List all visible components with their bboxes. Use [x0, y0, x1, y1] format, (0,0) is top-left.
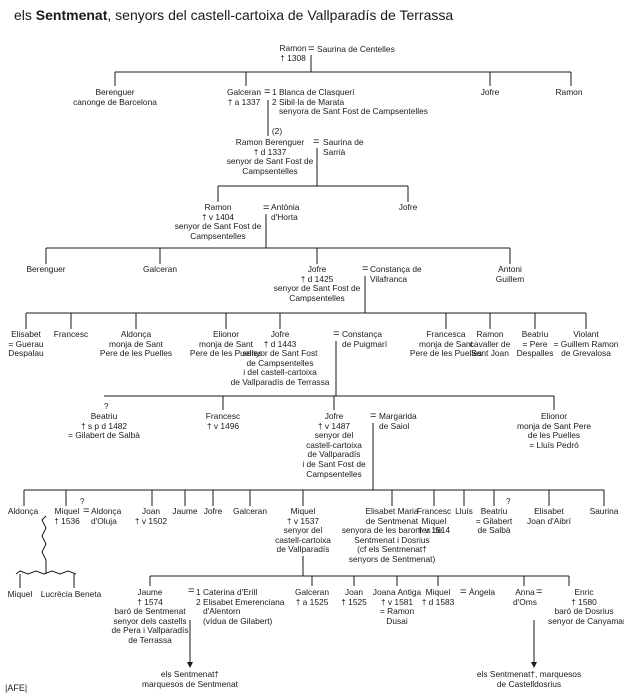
- person-francesca-monja: Francesca monja de Sant Pere de les Puel…: [409, 329, 483, 359]
- person-ramon-1308: Ramon † 1308: [279, 43, 307, 63]
- person-enric-1580: Enric † 1580 baró de Dosrius senyor de C…: [548, 587, 624, 626]
- person-beatriu-despalles: Beatriu = Pere Despalles: [516, 329, 554, 359]
- person-constanca-de-puigmari: Constança de Puigmarí: [342, 329, 388, 349]
- marriage-sign: =: [362, 263, 369, 275]
- person-jofre-1443: Jofre † d 1443 senyor de Sant Fost de Ca…: [230, 329, 330, 387]
- person-saurina-gen8: Saurina: [589, 506, 619, 516]
- person-galceran-1525: Galceran † a 1525: [295, 587, 329, 607]
- uncertain-mark: ?: [104, 402, 109, 411]
- arrow-head: [531, 662, 537, 668]
- person-francesc-gen6: Francesc: [53, 329, 89, 339]
- person-miquel-1537: Miquel † v 1537 senyor del castell-carto…: [275, 506, 331, 555]
- person-elisabet-aibri: Elisabet Joan d'Aibrí: [527, 506, 571, 526]
- person-elionor-monja: Elionor monja de Sant Pere de les Puelle…: [189, 329, 263, 359]
- person-aldonca-gen8: Aldonça: [7, 506, 39, 516]
- zigzag-line: [15, 570, 77, 575]
- person-lucrecia-beneta: Lucrècia Beneta: [40, 589, 102, 599]
- person-constanca-de-vilafranca: Constança de Vilafranca: [370, 264, 422, 284]
- zigzag-line: [41, 515, 47, 574]
- person-jaume-gen8: Jaume: [172, 506, 198, 516]
- wives-of-jaume: 1 Caterina d'Erill 2 Elisabet Emerencian…: [196, 587, 285, 626]
- source-credit: |AFE|: [5, 683, 28, 693]
- person-anna-d-oms: Anna d'Oms: [513, 587, 537, 607]
- person-saurina-de-centelles: Saurina de Centelles: [317, 44, 395, 54]
- person-ramon-1404: Ramon † v 1404 senyor de Sant Fost de Ca…: [174, 202, 262, 241]
- person-elionor-pedro: Elionor monja de Sant Pere de les Puelle…: [516, 411, 592, 450]
- person-lluis: Lluís: [455, 506, 473, 516]
- person-elisabet-despalau: Elisabet = Guerau Despalau: [8, 329, 44, 359]
- person-galceran-gen5: Galceran: [143, 264, 177, 274]
- person-jofre-1425: Jofre † d 1425 senyor de Sant Fost de Ca…: [273, 264, 361, 303]
- person-saurina-de-sarria: Saurina de Sarrià: [323, 137, 364, 157]
- person-jofre-gen4: Jofre: [398, 202, 418, 212]
- note-second-marriage: (2): [271, 126, 283, 136]
- person-miquel-1583: Miquel † d 1583: [421, 587, 455, 607]
- person-violant: Violant = Guillem Ramon de Grevalosa: [553, 329, 619, 359]
- person-berenguer-gen5: Berenguer: [26, 264, 66, 274]
- wives-of-galceran: 1 Blanca de Clasquerí 2 Sibil·la de Mara…: [272, 87, 428, 117]
- person-jaume-1574: Jaume † 1574 baró de Sentmenat senyor de…: [111, 587, 189, 645]
- person-antoni-guillem: Antoni Guillem: [495, 264, 525, 284]
- marriage-sign: =: [536, 586, 543, 598]
- uncertain-mark: ?: [80, 497, 85, 506]
- person-aldonca-d-oluja: Aldonça d'Oluja: [91, 506, 122, 526]
- person-miquel-bottom: Miquel: [7, 589, 33, 599]
- person-beatriu-gilabert: Beatriu = Gilabert de Salbà: [475, 506, 513, 536]
- marriage-sign: =: [188, 585, 195, 597]
- person-francesc-miquel: Francesc Miquel † v 1514: [416, 506, 452, 536]
- person-galceran-1337: Galceran † a 1337: [227, 87, 261, 107]
- family-name: Sentmenat: [35, 7, 108, 23]
- person-galceran-gen8: Galceran: [233, 506, 267, 516]
- page-title: els Sentmenat, senyors del castell-carto…: [14, 7, 454, 23]
- person-joan-1525: Joan † 1525: [341, 587, 367, 607]
- marriage-sign: =: [370, 410, 377, 422]
- person-berenguer-canonge: Berenguer canonge de Barcelona: [73, 87, 157, 107]
- person-elisabet-maria: Elisabet Maria de Sentmenat senyora de l…: [341, 506, 443, 564]
- person-beatriu-salba: Beatriu † s p d 1482 = Gilabert de Salbà: [68, 411, 140, 441]
- uncertain-mark: ?: [506, 497, 511, 506]
- person-jofre-gen2: Jofre: [480, 87, 500, 97]
- person-ramon-cavaller: Ramon cavaller de Sant Joan: [469, 329, 511, 359]
- arrow-head: [187, 662, 193, 668]
- marriage-sign: =: [313, 136, 320, 148]
- marriage-sign: =: [263, 202, 270, 214]
- person-miquel-1536: Miquel † 1536: [54, 506, 80, 526]
- person-ramon-gen2: Ramon: [555, 87, 583, 97]
- person-margarida-de-saiol: Margarida de Saiol: [379, 411, 417, 431]
- person-ramon-berenguer: Ramon Berenguer † d 1337 senyor de Sant …: [226, 137, 314, 176]
- marriage-sign: =: [308, 43, 315, 55]
- person-antonia-d-horta: Antònia d'Horta: [271, 202, 300, 222]
- person-jofre-1487: Jofre † v 1487 senyor del castell-cartoi…: [302, 411, 366, 479]
- person-joan-1502: Joan † v 1502: [134, 506, 168, 526]
- person-joana-antiga: Joana Antiga † v 1581 = Ramon Dusai: [372, 587, 422, 626]
- person-francesc-1496: Francesc † v 1496: [205, 411, 241, 431]
- person-angela: Àngela: [469, 587, 496, 597]
- marriage-sign: =: [83, 505, 90, 517]
- marriage-sign: =: [460, 586, 467, 598]
- reference-marquesos-castelldosrius: els Sentmenat†, marquesos de Castelldosr…: [476, 669, 582, 689]
- reference-marquesos-sentmenat: els Sentmenat† marquesos de Sentmenat: [142, 669, 238, 689]
- marriage-sign: =: [333, 328, 340, 340]
- marriage-sign: =: [264, 86, 271, 98]
- person-jofre-gen8: Jofre: [203, 506, 223, 516]
- person-aldonca-monja: Aldonça monja de Sant Pere de les Puelle…: [99, 329, 173, 359]
